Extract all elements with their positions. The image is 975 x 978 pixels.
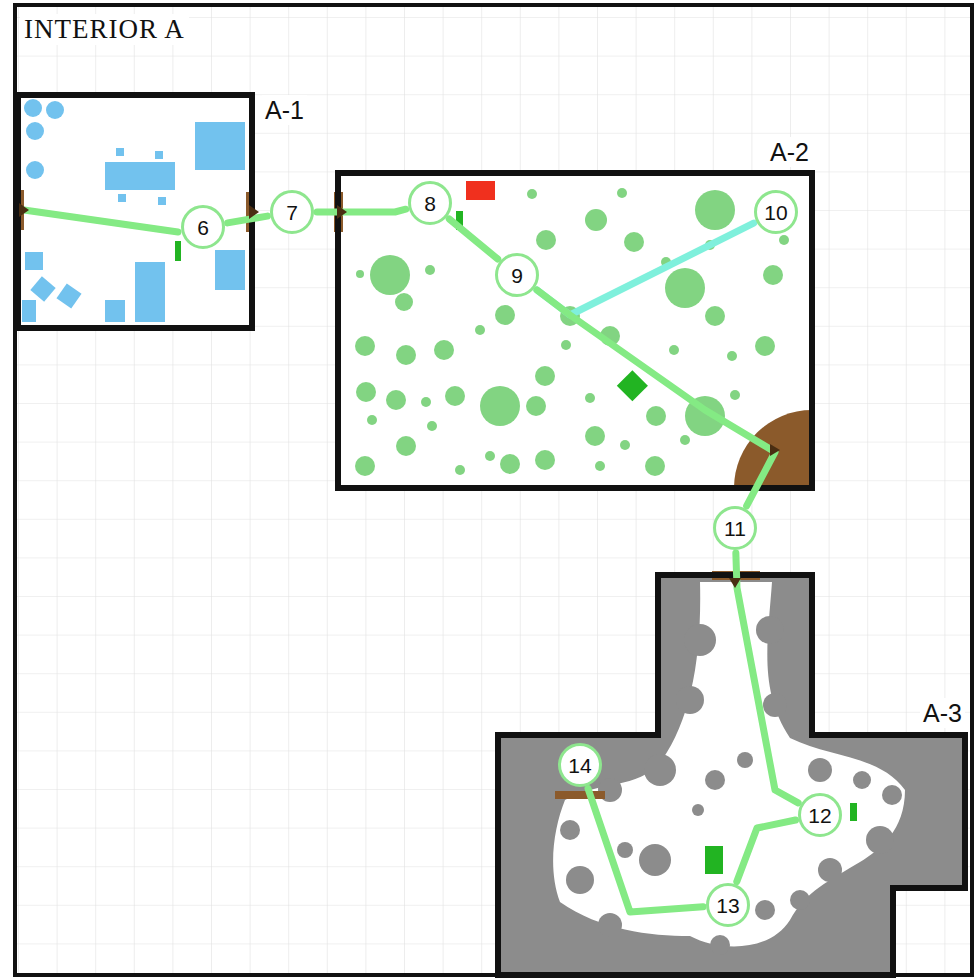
- route-line: [737, 820, 796, 882]
- callout-number: 8: [424, 193, 436, 214]
- location-marker: 13: [706, 883, 750, 927]
- room-floor: [338, 173, 812, 488]
- route-line: [537, 223, 754, 315]
- map-frame: [15, 5, 972, 975]
- callout-number: 9: [511, 265, 523, 286]
- room-wall: [338, 173, 812, 488]
- callout-number: 14: [568, 755, 591, 776]
- callout-number: 10: [764, 202, 787, 223]
- location-marker: 10: [754, 190, 798, 234]
- location-marker: 9: [495, 253, 539, 297]
- room-wall: [498, 575, 965, 975]
- location-marker: 8: [408, 181, 452, 225]
- room-label: A-3: [920, 698, 965, 728]
- room-label: A-1: [262, 95, 307, 125]
- callout-number: 11: [724, 518, 746, 539]
- route-line: [317, 209, 406, 212]
- red-marker: [466, 181, 495, 200]
- route-line: [736, 553, 798, 803]
- grid: [15, 5, 972, 975]
- location-marker: 6: [181, 205, 225, 249]
- room-label: A-2: [767, 137, 812, 167]
- location-marker: 12: [798, 793, 842, 837]
- callout-number: 12: [808, 805, 831, 826]
- marker: [617, 370, 648, 401]
- room-outline: [338, 173, 812, 488]
- furniture: [22, 99, 245, 322]
- route-line: [228, 216, 268, 223]
- room-floor: [18, 95, 252, 328]
- location-marker: 11: [713, 506, 757, 550]
- room-area: 8910A-2: [338, 173, 812, 488]
- callout-number: 13: [716, 895, 739, 916]
- location-marker: 7: [270, 190, 314, 234]
- map-title: INTERIOR A: [20, 14, 189, 45]
- route-line: [588, 789, 703, 912]
- doors: [15, 190, 812, 799]
- cave-floor: [553, 582, 905, 947]
- callout-number: 7: [286, 202, 298, 223]
- marker: [850, 803, 857, 821]
- room-area: 14 12 13 A-3: [498, 575, 965, 975]
- cave-rock: [498, 575, 965, 975]
- callout-number: 6: [197, 217, 209, 238]
- cave-rocks: [560, 616, 902, 955]
- door-arrow: [19, 203, 780, 588]
- location-marker: 14: [558, 743, 602, 787]
- route-line: [24, 210, 178, 232]
- room-area: 6A-1: [18, 95, 252, 328]
- marker: [705, 846, 723, 874]
- marker: [175, 241, 181, 261]
- trees: [355, 188, 789, 476]
- route-line: [449, 219, 497, 259]
- room-wall: [18, 95, 252, 328]
- route-line: [537, 290, 775, 506]
